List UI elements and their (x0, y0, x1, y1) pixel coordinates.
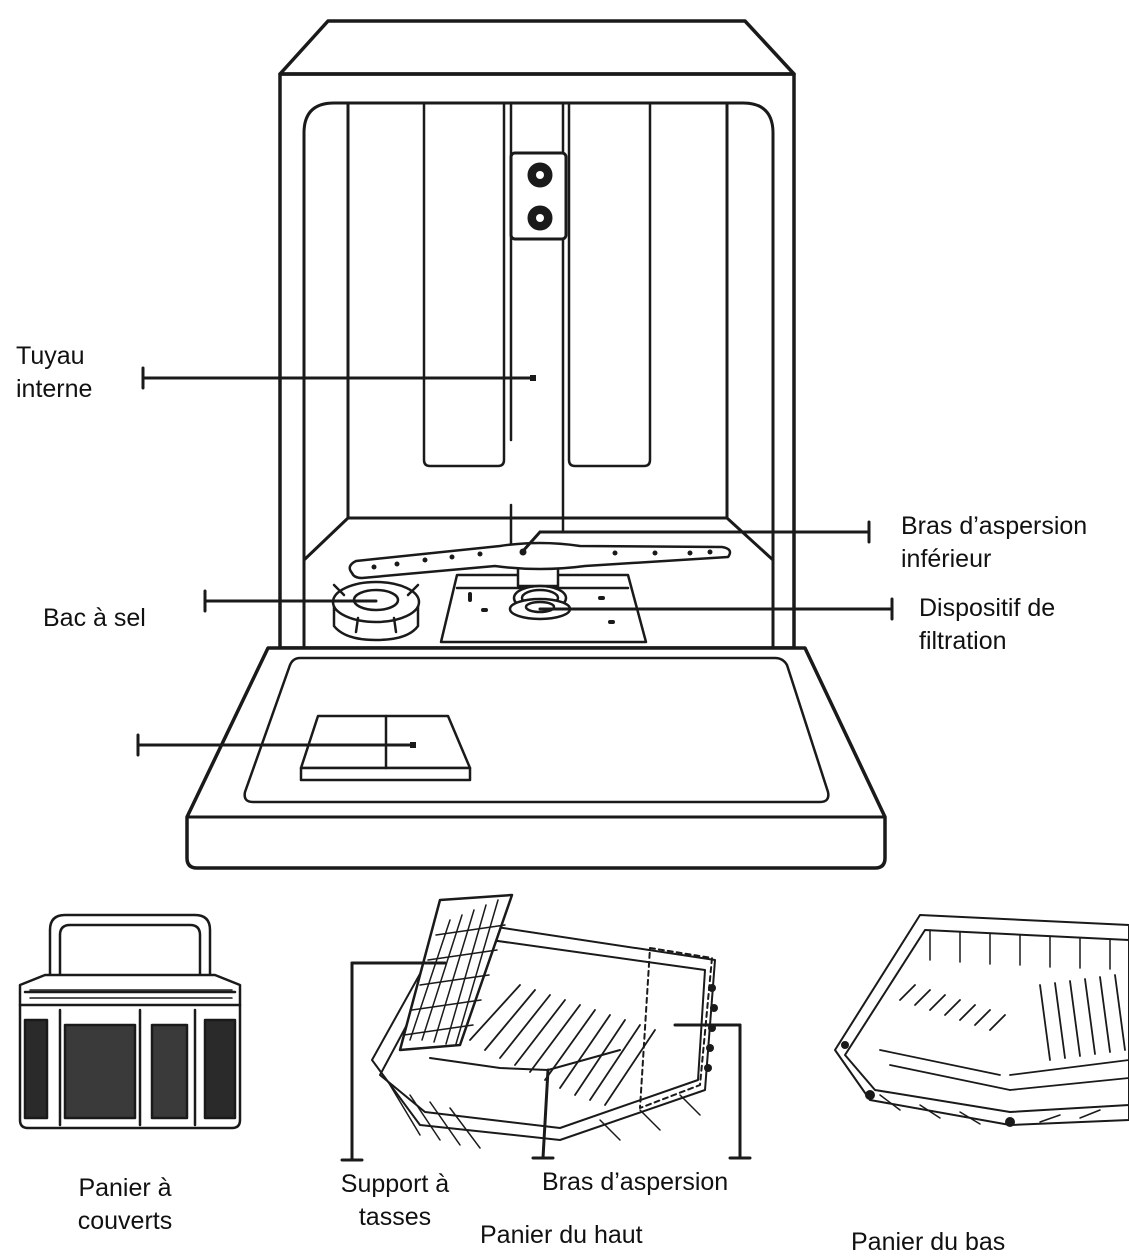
inner-pipe (509, 101, 568, 547)
upper-basket (371, 893, 718, 1149)
label-dispositif-line1: Dispositif de (919, 594, 1056, 622)
label-support-tasses-line1: Support à (340, 1170, 450, 1198)
leader-lines (136, 366, 894, 757)
label-panier-couverts-line1: Panier à (78, 1174, 172, 1202)
label-support-tasses-line2: tasses (358, 1203, 432, 1231)
lower-basket (834, 914, 1129, 1127)
label-tuyau-interne-line2: interne (16, 375, 93, 403)
label-panier-haut: Panier du haut (480, 1219, 643, 1252)
label-panier-couverts-line2: couverts (77, 1207, 173, 1235)
label-bac-a-sel-text: Bac à sel (43, 604, 146, 632)
label-panier-couverts: Panier à couverts (50, 1172, 200, 1238)
label-bac-a-sel: Bac à sel (43, 602, 146, 635)
back-wall-panels (422, 101, 652, 468)
label-panier-bas: Panier du bas (851, 1226, 1005, 1259)
label-dispositif-line2: filtration (919, 627, 1007, 655)
upper-basket-leader-lines (340, 961, 752, 1162)
label-support-tasses: Support à tasses (320, 1168, 470, 1234)
label-bras-inferieur-line1: Bras d’aspersion (901, 512, 1088, 540)
label-bras-inferieur-line2: inférieur (901, 545, 992, 573)
label-dispositif-filtration: Dispositif de filtration (919, 592, 1055, 658)
label-tuyau-interne-line1: Tuyau (16, 342, 85, 370)
label-tuyau-interne: Tuyau interne (16, 340, 92, 406)
dishwasher-door (185, 646, 887, 870)
salt-container (331, 580, 421, 642)
lower-spray-arm (348, 541, 732, 580)
label-bras-aspersion-text: Bras d’aspersion (542, 1168, 729, 1196)
label-bras-aspersion-inferieur: Bras d’aspersion inférieur (901, 510, 1087, 576)
label-panier-bas-text: Panier du bas (851, 1228, 1006, 1256)
detergent-dispenser (299, 714, 472, 782)
label-bras-aspersion: Bras d’aspersion (542, 1166, 728, 1199)
label-panier-haut-text: Panier du haut (480, 1221, 643, 1249)
cutlery-basket (18, 913, 242, 1130)
